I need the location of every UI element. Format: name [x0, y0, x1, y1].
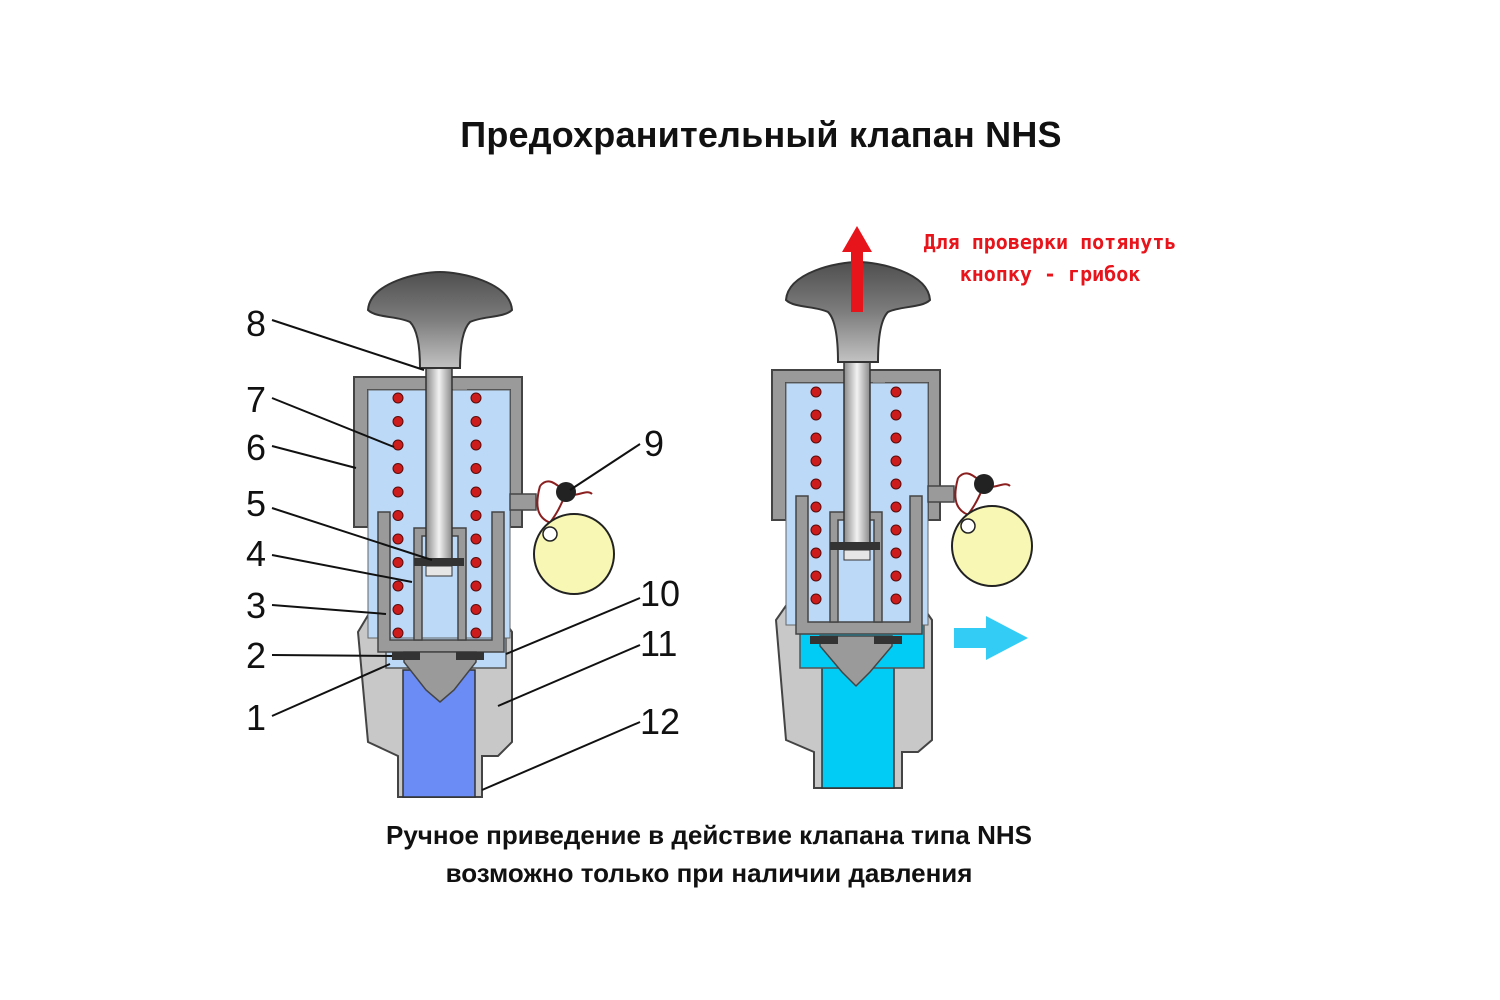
valve-closed: [353, 270, 615, 798]
spring-coil: [470, 627, 482, 639]
caption-line2: возможно только при наличии давления: [445, 858, 973, 888]
spring-coil: [470, 604, 482, 615]
spring-coil: [392, 486, 404, 498]
spring-coil: [810, 547, 822, 559]
leader-lines: [271, 319, 641, 791]
seal-open-a: [810, 636, 838, 644]
caption-line1: Ручное приведение в действие клапана тип…: [385, 820, 1033, 850]
latch-pin: [509, 493, 537, 511]
spring-coil: [470, 463, 482, 474]
page-title: Предохранительный клапан NHS: [460, 114, 1062, 155]
instruction-note-line1: Для проверки потянуть: [923, 230, 1177, 254]
label-5: 5: [246, 483, 266, 524]
spring-coil: [890, 547, 902, 559]
spring-coil: [810, 432, 822, 444]
stem-open: [843, 359, 871, 545]
spring-open: [810, 386, 902, 605]
spring-coil: [392, 392, 404, 404]
spring-coil: [470, 392, 482, 404]
spring-coil: [470, 486, 482, 498]
spring-coil: [810, 478, 822, 490]
spring-coil: [392, 580, 404, 592]
label-8: 8: [246, 303, 266, 344]
stem-tip-open: [843, 549, 871, 561]
spring-coil: [392, 416, 404, 427]
label-2: 2: [246, 635, 266, 676]
flow-arrow-icon: [954, 616, 1028, 660]
instruction-note-line2: кнопку - грибок: [959, 262, 1141, 286]
spring-coil: [470, 510, 482, 521]
spring-coil: [470, 533, 482, 545]
seal-2: [392, 652, 420, 660]
spring-coil: [470, 580, 482, 592]
knob-8: [366, 270, 514, 369]
spring-coil: [810, 409, 822, 421]
label-9: 9: [644, 423, 664, 464]
spring-coil: [392, 510, 404, 521]
disc-open: [830, 542, 880, 550]
spring-coil: [392, 604, 404, 615]
seal-open-b: [874, 636, 902, 644]
label-1: 1: [246, 697, 266, 738]
label-6: 6: [246, 427, 266, 468]
label-11: 11: [640, 623, 677, 664]
spring-coil: [810, 570, 822, 582]
spring-coil: [890, 478, 902, 490]
label-4: 4: [246, 533, 266, 574]
spring-coil: [392, 439, 404, 451]
spring-coil: [810, 386, 822, 398]
stem: [425, 367, 453, 561]
seal-tag-open: [951, 505, 1033, 587]
spring-coil: [810, 524, 822, 536]
spring-coil: [470, 416, 482, 427]
spring-coil: [890, 386, 902, 398]
spring-coil: [392, 627, 404, 639]
spring-coil: [890, 409, 902, 421]
label-12: 12: [640, 701, 680, 742]
spring-coil: [890, 455, 902, 467]
spring-coil: [470, 557, 482, 568]
spring-coil: [890, 593, 902, 605]
pull-arrow-icon: [842, 226, 872, 312]
label-3: 3: [246, 585, 266, 626]
spring-coil: [890, 501, 902, 513]
spring-coil: [392, 533, 404, 545]
disc-5: [414, 558, 464, 566]
spring-coil: [392, 463, 404, 474]
label-10: 10: [640, 573, 680, 614]
spring-coil: [890, 524, 902, 536]
piston-4: [413, 527, 467, 641]
tag-hole-open: [960, 518, 976, 534]
spring-coil: [890, 432, 902, 444]
seal-tag: [533, 513, 615, 595]
instruction-note: Для проверки потянуть кнопку - грибок: [880, 226, 1220, 290]
caption: Ручное приведение в действие клапана тип…: [0, 816, 1418, 892]
spring-coil: [890, 570, 902, 582]
label-7: 7: [246, 379, 266, 420]
latch-pin-open: [927, 485, 955, 503]
spring-coil: [470, 439, 482, 451]
spring-coil: [810, 501, 822, 513]
stem-tip: [425, 565, 453, 577]
piston-open: [829, 511, 883, 623]
spring-coil: [810, 593, 822, 605]
sleeve-open: [795, 495, 923, 635]
spring-coil: [810, 455, 822, 467]
lead-seal-open: [974, 474, 994, 494]
spring-7: [392, 392, 482, 639]
seal-2b: [456, 652, 484, 660]
valve-open: [771, 260, 1033, 789]
spring-coil: [392, 557, 404, 568]
tag-hole: [542, 526, 558, 542]
lead-seal-9: [556, 482, 576, 502]
